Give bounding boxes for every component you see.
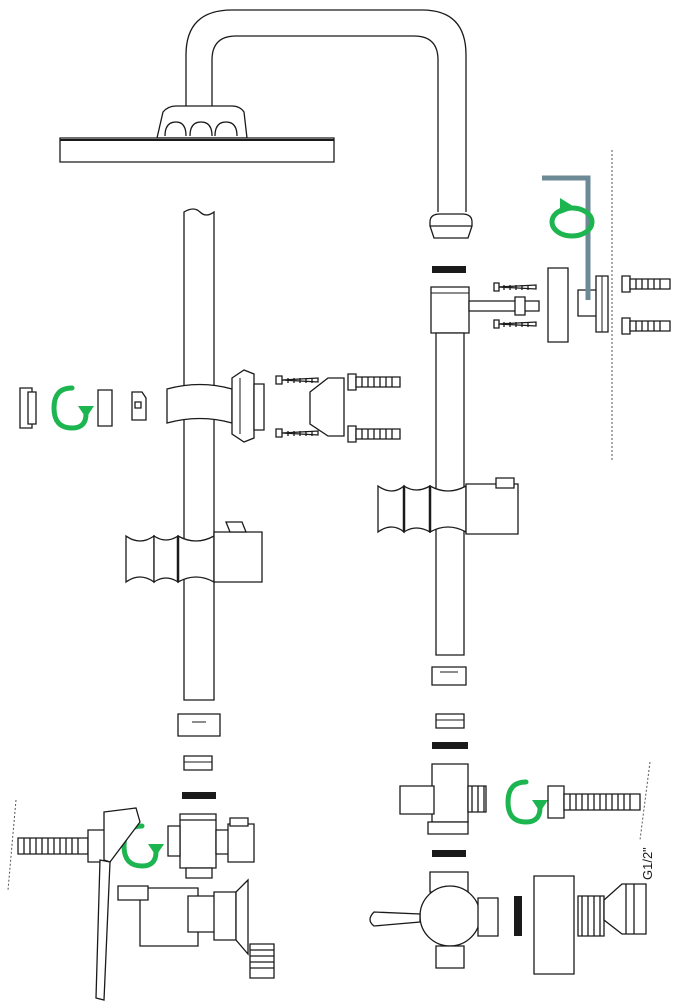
- single-lever-mixer: [96, 808, 274, 1000]
- screw: [276, 429, 318, 437]
- left-washer: [182, 756, 216, 799]
- rotate-arrow-icon: [508, 782, 548, 822]
- hex-key-icon: [542, 178, 588, 300]
- right-handshower-slider: [378, 478, 518, 534]
- thread-size-label: G1/2": [640, 847, 655, 880]
- wall-plug: [348, 426, 400, 442]
- screw: [276, 376, 318, 384]
- screw: [494, 320, 536, 328]
- wall-plug: [622, 276, 670, 292]
- left-diverter-valve: [168, 814, 254, 878]
- flexible-hose: [548, 762, 650, 840]
- left-riser-pipe: [178, 209, 220, 736]
- upper-wall-bracket: [548, 268, 608, 342]
- right-diverter-valve: [400, 764, 486, 857]
- gooseneck-arm: [186, 10, 466, 212]
- insert-part: [98, 390, 146, 426]
- rotate-arrow-icon: [54, 388, 94, 428]
- thermostatic-mixer: [370, 872, 646, 974]
- wall-plug: [348, 374, 400, 390]
- shower-head: [60, 106, 334, 162]
- end-cap: [20, 388, 36, 428]
- upper-pipe-connector: [430, 214, 539, 333]
- right-washer: [432, 714, 468, 749]
- flexible-hose: [8, 800, 110, 890]
- left-wall-bracket: [167, 370, 344, 442]
- wall-plug: [622, 318, 670, 334]
- rotate-arrow-icon: [552, 198, 592, 236]
- screw: [494, 283, 536, 291]
- left-handshower-slider: [126, 522, 262, 582]
